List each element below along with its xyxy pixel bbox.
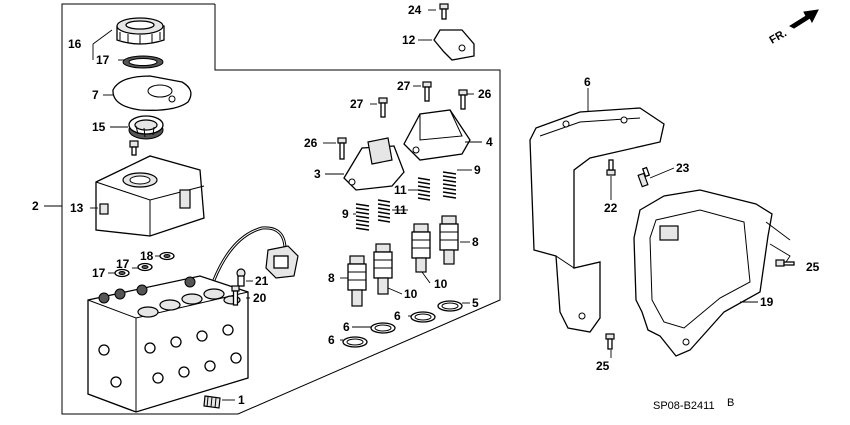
grommet-17c bbox=[159, 251, 175, 261]
bracket-bolt-20 bbox=[236, 268, 246, 287]
bolt-26a bbox=[337, 137, 347, 160]
o-ring-6b bbox=[410, 311, 436, 323]
callout-24: 25 bbox=[806, 260, 820, 274]
bolt-21 bbox=[606, 159, 616, 176]
o-ring-6c bbox=[370, 322, 396, 334]
cap-seal bbox=[122, 55, 164, 69]
diagram-part-code-suffix: B bbox=[727, 397, 734, 409]
front-direction-arrow bbox=[788, 9, 819, 29]
reservoir-bolt bbox=[129, 140, 139, 156]
reservoir-tank bbox=[95, 155, 205, 237]
o-ring-6d bbox=[342, 336, 368, 348]
callout-7: 7 bbox=[92, 88, 99, 102]
callout-4: 3 bbox=[314, 167, 321, 181]
callout-13: 13 bbox=[70, 201, 84, 215]
harness-connector bbox=[265, 245, 299, 279]
solenoid-valve-8a bbox=[411, 223, 431, 273]
diagram-part-code: SP08-B2411 bbox=[653, 400, 715, 412]
callout-10b: 10 bbox=[404, 287, 418, 301]
front-direction-label: FR. bbox=[768, 27, 789, 46]
callout-17a: 17 bbox=[92, 266, 106, 280]
callout-21: 22 bbox=[604, 201, 618, 215]
leader-lines bbox=[44, 9, 791, 401]
spring-11b bbox=[377, 199, 391, 223]
strainer-gasket bbox=[112, 75, 192, 111]
bolt-22 bbox=[637, 166, 651, 188]
callout-19: 20 bbox=[253, 291, 267, 305]
solenoid-cover-4 bbox=[343, 137, 405, 191]
callout-5: 4 bbox=[486, 135, 493, 149]
callout-6b: 6 bbox=[394, 309, 401, 323]
spring-9a bbox=[442, 171, 457, 199]
callout-6c: 6 bbox=[343, 320, 350, 334]
callout-11a: 11 bbox=[394, 183, 407, 197]
solenoid-cover-5 bbox=[403, 109, 471, 161]
callout-23: 24 bbox=[408, 3, 422, 17]
callout-22: 23 bbox=[676, 161, 690, 175]
solenoid-valve-8c bbox=[347, 255, 367, 307]
spring-9b bbox=[355, 203, 370, 231]
reservoir-cap bbox=[116, 17, 165, 45]
spring-11a bbox=[417, 177, 431, 201]
callout-3: 6 bbox=[584, 75, 591, 89]
callout-17b: 17 bbox=[116, 257, 130, 271]
callout-20: 21 bbox=[255, 274, 269, 288]
callout-18: 19 bbox=[760, 295, 774, 309]
solenoid-valve-10a bbox=[373, 243, 393, 295]
solenoid-valve-8b bbox=[439, 215, 459, 265]
bolt-24 bbox=[775, 259, 795, 267]
bolt-23 bbox=[439, 3, 449, 20]
shield-cover-18 bbox=[633, 189, 773, 357]
callout-10a: 10 bbox=[434, 277, 448, 291]
assembly-boundary bbox=[61, 3, 501, 415]
callout-16: 17 bbox=[96, 53, 110, 67]
callout-6d: 6 bbox=[328, 333, 335, 347]
callout-8b: 8 bbox=[328, 271, 335, 285]
callout-1: 1 bbox=[238, 393, 245, 407]
grommet-17b bbox=[137, 262, 153, 272]
callout-17c: 18 bbox=[140, 249, 154, 263]
callout-labels: 16 17 7 15 2 13 17 17 18 1 20 21 24 12 2… bbox=[32, 3, 820, 407]
callout-25: 25 bbox=[596, 359, 610, 373]
bracket-bolt-19 bbox=[231, 285, 240, 306]
callout-15: 16 bbox=[68, 37, 82, 51]
o-ring-6a bbox=[437, 300, 463, 312]
bolt-27a bbox=[378, 97, 388, 118]
callout-27b: 27 bbox=[397, 79, 411, 93]
mounting-bracket-3 bbox=[529, 107, 665, 333]
callout-12: 12 bbox=[402, 33, 416, 47]
bracket-12 bbox=[433, 29, 475, 61]
callout-26a: 26 bbox=[304, 136, 318, 150]
callout-9a: 9 bbox=[474, 163, 481, 177]
bolt-27b bbox=[422, 81, 432, 102]
callout-2: 2 bbox=[32, 199, 39, 213]
bleeder-bolt bbox=[203, 395, 221, 409]
callout-14: 15 bbox=[92, 120, 106, 134]
callout-11b: 11 bbox=[394, 203, 407, 217]
bolt-26b bbox=[458, 89, 468, 110]
callout-26b: 26 bbox=[478, 87, 492, 101]
callout-6a: 5 bbox=[472, 296, 479, 310]
bolt-25 bbox=[605, 333, 615, 350]
modulator-body bbox=[87, 275, 249, 413]
reservoir-filter bbox=[128, 115, 164, 140]
callout-9b: 9 bbox=[342, 207, 349, 221]
callout-8a: 8 bbox=[472, 235, 479, 249]
callout-27a: 27 bbox=[350, 97, 364, 111]
